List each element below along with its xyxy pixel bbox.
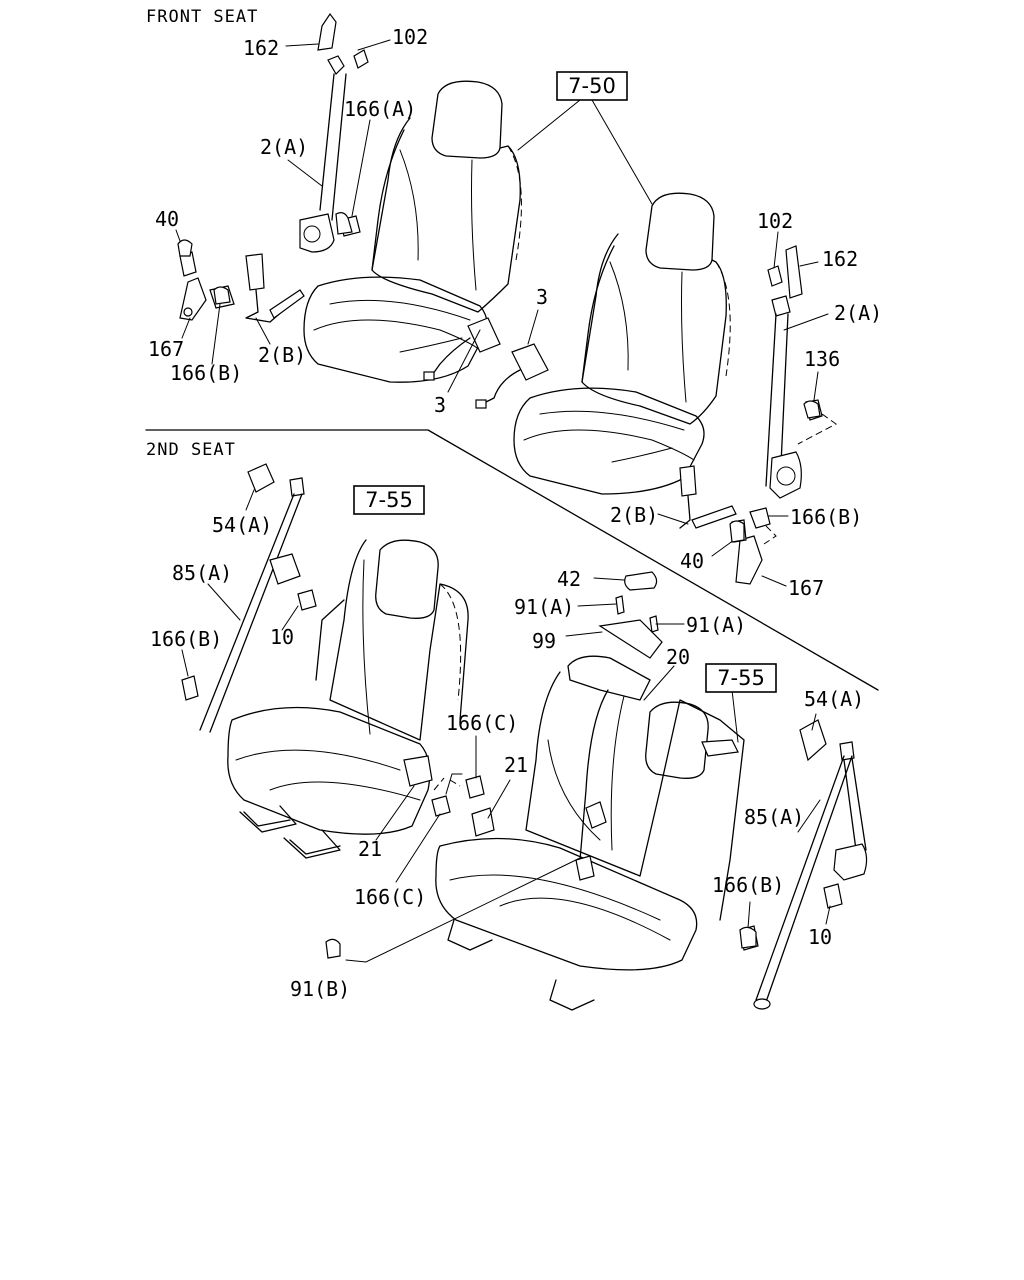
callout-54a: 54(A)	[212, 513, 272, 537]
second-right-seat-belt	[739, 719, 868, 1010]
front-left-wire-harness	[423, 317, 501, 381]
section-title-second-seat: 2ND SEAT	[146, 440, 236, 460]
callout-85a: 85(A)	[744, 805, 804, 829]
front-right-wire-harness	[475, 343, 549, 409]
second-left-seat-belt	[181, 463, 495, 837]
section-divider-line	[145, 429, 879, 691]
callout-166a: 166(A)	[344, 97, 416, 121]
callout-3: 3	[434, 393, 446, 417]
second-seat-covers	[598, 571, 663, 659]
callout-10: 10	[270, 625, 294, 649]
callout-54a: 54(A)	[804, 687, 864, 711]
callout-labels: 162 102 166(A) 2(A) 40 167 166(B) 2(B) 3…	[148, 25, 882, 1001]
callout-91a: 91(A)	[514, 595, 574, 619]
leader-lines	[175, 39, 831, 963]
callout-136: 136	[804, 347, 840, 371]
callout-162: 162	[822, 247, 858, 271]
callout-166b: 166(B)	[712, 873, 784, 897]
callout-40: 40	[680, 549, 704, 573]
callout-166b: 166(B)	[790, 505, 862, 529]
ref-box-front-seat[interactable]: 7-50	[556, 71, 628, 101]
second-left-seat	[227, 539, 469, 859]
callout-21: 21	[504, 753, 528, 777]
callout-2a: 2(A)	[260, 135, 308, 159]
callout-2b: 2(B)	[610, 503, 658, 527]
ref-box-second-seat-left-label: 7-55	[365, 488, 413, 512]
ref-box-second-seat-right-label: 7-55	[717, 666, 765, 690]
front-right-seat	[513, 192, 731, 495]
callout-166b: 166(B)	[150, 627, 222, 651]
callout-3: 3	[536, 285, 548, 309]
callout-2a: 2(A)	[834, 301, 882, 325]
callout-91b: 91(B)	[290, 977, 350, 1001]
callout-166b: 166(B)	[170, 361, 242, 385]
callout-91a: 91(A)	[686, 613, 746, 637]
callout-166c: 166(C)	[446, 711, 518, 735]
ref-box-second-seat-left[interactable]: 7-55	[353, 485, 425, 515]
callout-40: 40	[155, 207, 179, 231]
callout-166c: 166(C)	[354, 885, 426, 909]
second-right-seat	[435, 655, 745, 1011]
callout-85a: 85(A)	[172, 561, 232, 585]
front-left-seat	[303, 80, 522, 383]
fasteners	[177, 212, 821, 959]
section-title-front-seat: FRONT SEAT	[146, 7, 258, 27]
callout-167: 167	[788, 576, 824, 600]
callout-21: 21	[358, 837, 382, 861]
callout-102: 102	[757, 209, 793, 233]
callout-20: 20	[666, 645, 690, 669]
ref-box-front-seat-label: 7-50	[568, 74, 616, 98]
callout-99: 99	[532, 629, 556, 653]
ref-box-second-seat-right[interactable]: 7-55	[705, 663, 777, 693]
front-left-seat-belt	[179, 12, 369, 323]
callout-162: 162	[243, 36, 279, 60]
callout-10: 10	[808, 925, 832, 949]
callout-2b: 2(B)	[258, 343, 306, 367]
callout-42: 42	[557, 567, 581, 591]
callout-167: 167	[148, 337, 184, 361]
callout-102: 102	[392, 25, 428, 49]
